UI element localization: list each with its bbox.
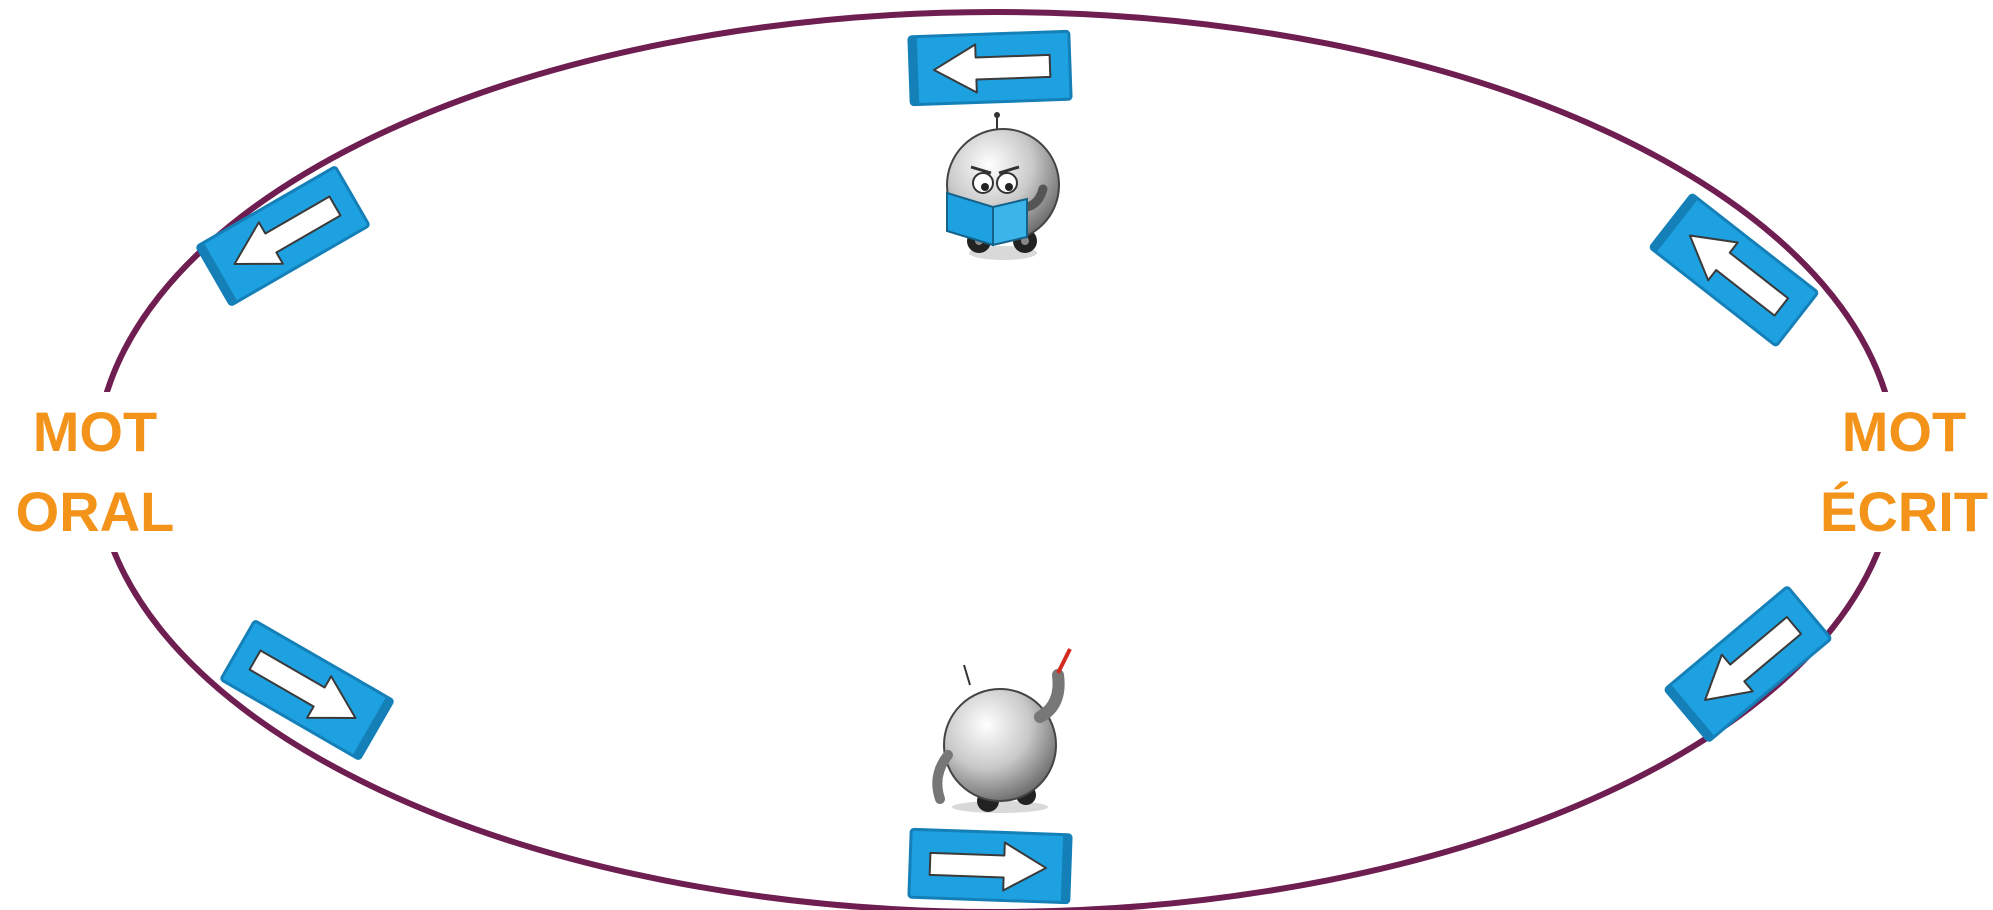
arrow-sign-bottom [907, 827, 1073, 905]
arrow-sign-lower-right [1663, 585, 1833, 743]
arrow-sign-lower-left [219, 619, 395, 761]
label-mot-ecrit-line1: MOT [1841, 400, 1967, 463]
label-mot-oral-line1: MOT [32, 400, 158, 463]
label-mot-ecrit: MOT ÉCRIT [1808, 392, 1993, 552]
label-mot-oral-line2: ORAL [15, 480, 175, 543]
robot-writing-icon [932, 648, 1072, 813]
label-mot-oral: MOT ORAL [4, 392, 186, 552]
arrow-sign-upper-right [1648, 192, 1820, 348]
label-mot-ecrit-line2: ÉCRIT [1820, 480, 1988, 543]
robot-reading-icon [946, 112, 1060, 260]
arrow-sign-top [907, 29, 1073, 107]
